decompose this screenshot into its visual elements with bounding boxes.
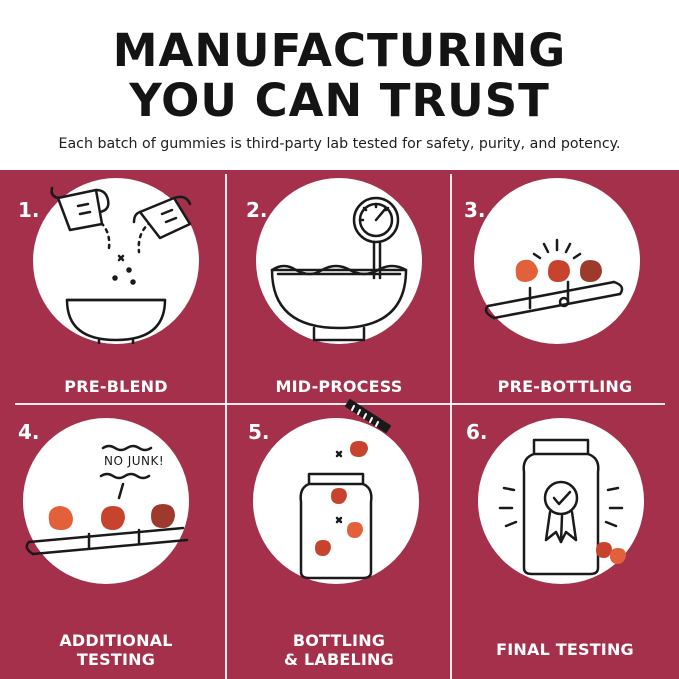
gauge-bowl-icon (270, 196, 408, 342)
measuring-cup-right-icon (132, 195, 192, 240)
bottle-icon (299, 450, 373, 580)
speech-text: NO JUNK! (104, 454, 165, 468)
title-line-1: MANUFACTURING (112, 24, 567, 77)
measuring-cup-left-icon (50, 186, 110, 232)
step-disc (256, 178, 422, 344)
step-number: 6. (466, 420, 488, 444)
step-number: 5. (248, 420, 270, 444)
step-2: 2. MID-PROCESS (226, 170, 452, 404)
step-number: 4. (18, 420, 40, 444)
process-panel: 1. PRE-BLEND (0, 170, 679, 679)
header: MANUFACTURING YOU CAN TRUST Each batch o… (0, 0, 679, 170)
step-4: 4. NO JUNK! ADDITIONAL TESTING (0, 405, 226, 679)
step-label-line-2: & LABELING (284, 650, 394, 669)
title-line-2: YOU CAN TRUST (129, 74, 550, 127)
step-number: 1. (18, 198, 40, 222)
step-5: 5. BOTTLING & LABELING (226, 399, 452, 679)
grid-line (450, 174, 452, 679)
conveyor-icon (484, 238, 624, 320)
step-disc (23, 418, 189, 584)
step-label-line-2: TESTING (76, 650, 156, 669)
step-6: 6. FINAL TESTING (452, 405, 679, 679)
step-label: PRE-BOTTLING (497, 377, 633, 396)
step-label: FINAL TESTING (496, 640, 634, 659)
subtitle: Each batch of gummies is third-party lab… (58, 136, 621, 152)
page-title: MANUFACTURING YOU CAN TRUST (0, 26, 679, 126)
step-label-line-1: BOTTLING (292, 631, 386, 650)
step-disc (253, 418, 419, 584)
falling-gummy-icon (350, 441, 368, 457)
certified-bottle-icon (498, 438, 626, 576)
bottle-cap-icon (345, 399, 391, 433)
step-3: 3. PRE-BOTTLING (452, 170, 679, 404)
step-number: 3. (464, 198, 486, 222)
step-label: PRE-BLEND (64, 377, 168, 396)
grid-line (15, 403, 665, 405)
grid-line (225, 174, 227, 679)
step-disc (474, 178, 640, 344)
mixing-bowl-icon (65, 216, 167, 344)
step-disc (478, 418, 644, 584)
step-1: 1. PRE-BLEND (0, 170, 226, 404)
step-number: 2. (246, 198, 268, 222)
conveyor-icon (25, 444, 189, 556)
step-label-line-1: ADDITIONAL (59, 631, 173, 650)
step-label: MID-PROCESS (275, 377, 403, 396)
